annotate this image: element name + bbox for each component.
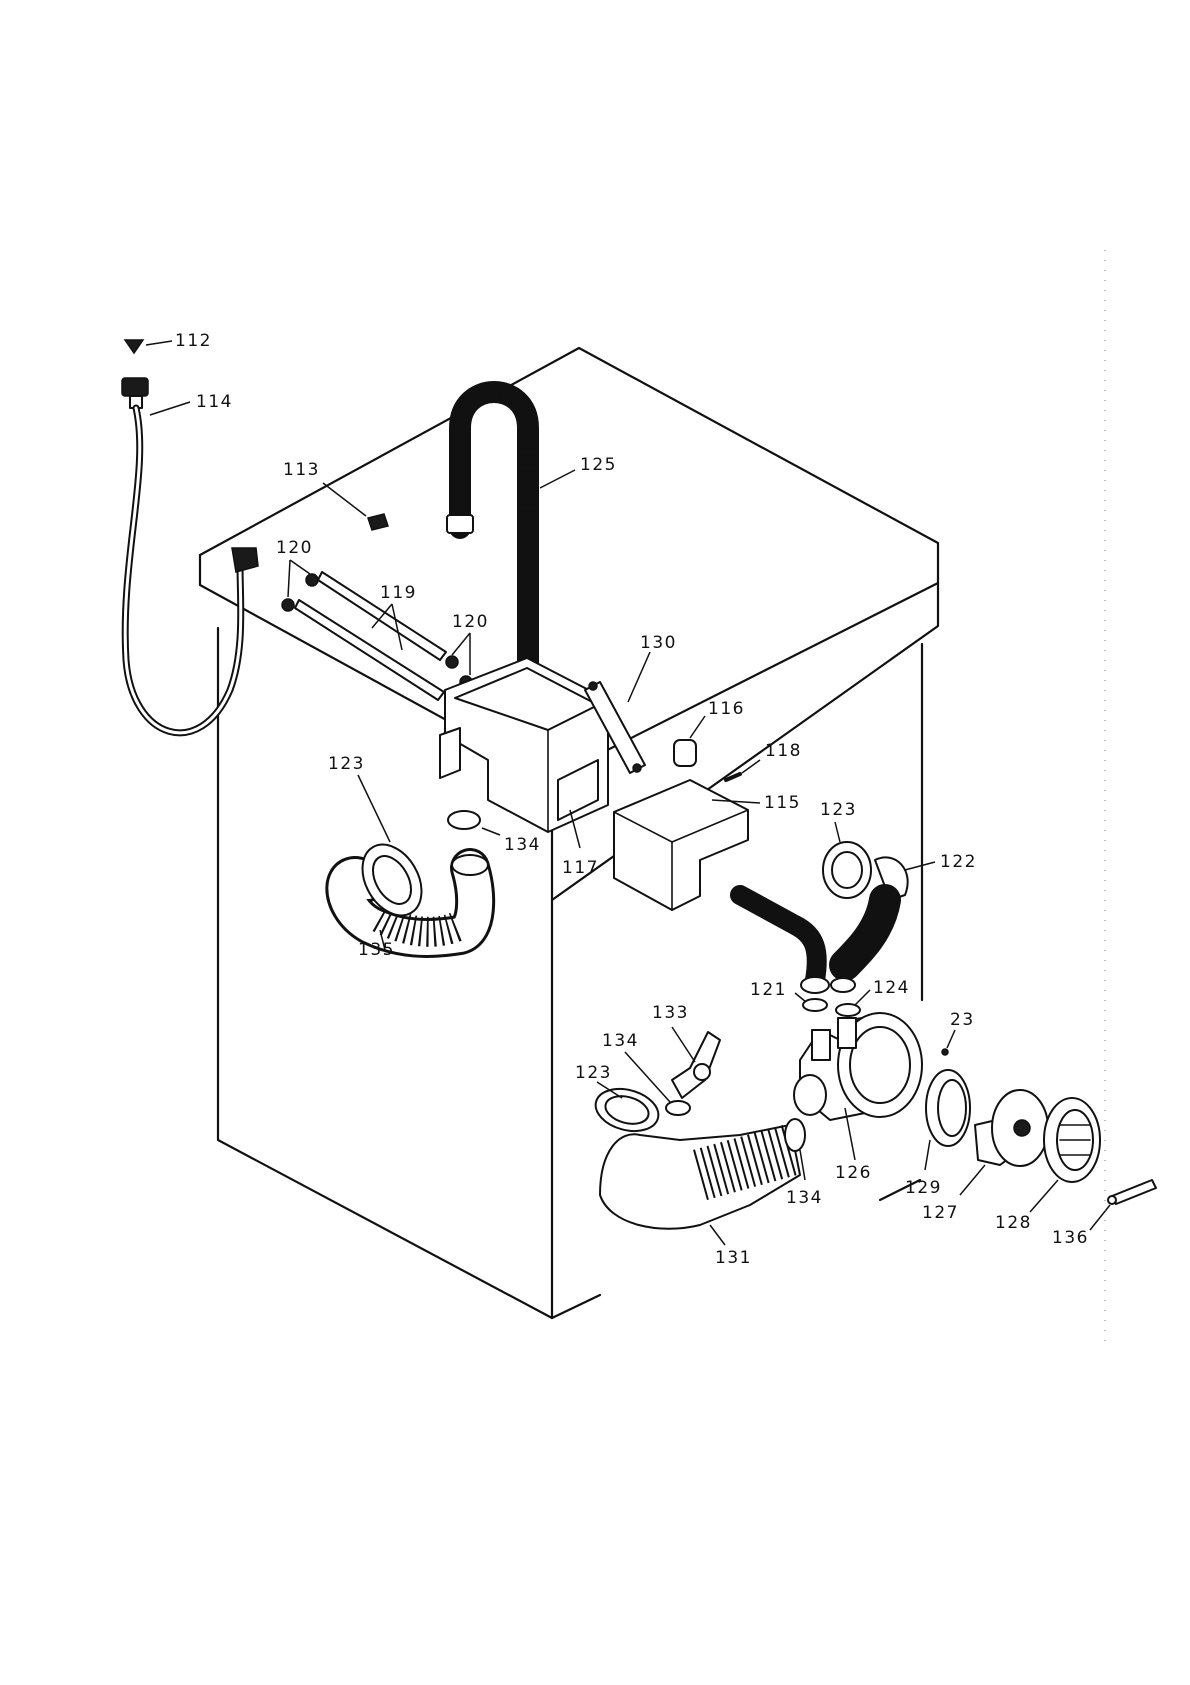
label-119: 119 bbox=[380, 583, 417, 603]
label-134-top: 134 bbox=[504, 835, 541, 855]
label-128: 128 bbox=[995, 1213, 1032, 1233]
label-131: 131 bbox=[715, 1248, 752, 1268]
label-136: 136 bbox=[1052, 1228, 1089, 1248]
part-128-cover: 128 bbox=[995, 1097, 1101, 1233]
label-118: 118 bbox=[765, 741, 802, 761]
label-126: 126 bbox=[835, 1163, 872, 1183]
label-122: 122 bbox=[940, 852, 977, 872]
label-134-mid: 134 bbox=[602, 1031, 639, 1051]
part-122-hose: 123 122 121 124 bbox=[750, 800, 977, 1017]
label-120-top: 120 bbox=[276, 538, 313, 558]
part-130-bracket: 130 bbox=[584, 633, 677, 774]
cabinet bbox=[198, 346, 940, 1320]
label-125: 125 bbox=[580, 455, 617, 475]
part-135-left-hose: 123 134 135 bbox=[325, 754, 541, 960]
label-123-right: 123 bbox=[820, 800, 857, 820]
part-126-pump-body: 126 bbox=[793, 1012, 923, 1183]
label-120-right: 120 bbox=[452, 612, 489, 632]
part-113-clip: 113 bbox=[283, 460, 389, 531]
label-113: 113 bbox=[283, 460, 320, 480]
label-115: 115 bbox=[764, 793, 801, 813]
label-116: 116 bbox=[708, 699, 745, 719]
label-133: 133 bbox=[652, 1003, 689, 1023]
part-129-ring: 129 bbox=[905, 1069, 971, 1198]
label-129: 129 bbox=[905, 1178, 942, 1198]
part-119-tubes: 120 119 120 bbox=[276, 538, 489, 701]
part-131-sump-hose: 133 134 123 134 131 bbox=[575, 1003, 823, 1268]
label-123-left: 123 bbox=[328, 754, 365, 774]
label-130: 130 bbox=[640, 633, 677, 653]
label-112: 112 bbox=[175, 331, 212, 351]
part-125-drain-hose: 125 bbox=[446, 381, 617, 691]
part-127-motor: 127 bbox=[922, 1089, 1049, 1223]
label-114: 114 bbox=[196, 392, 233, 412]
part-118-screw: 118 bbox=[724, 741, 802, 782]
part-136-pin: 136 bbox=[1052, 1179, 1157, 1248]
label-127: 127 bbox=[922, 1203, 959, 1223]
part-114-inlet-hose: 114 bbox=[121, 377, 259, 737]
label-117: 117 bbox=[562, 858, 599, 878]
label-124: 124 bbox=[873, 978, 910, 998]
label-123-bottom: 123 bbox=[575, 1063, 612, 1083]
pump-inlet-hose bbox=[730, 885, 830, 994]
part-115-drawer: 115 bbox=[613, 779, 801, 911]
part-23-screw: 23 bbox=[941, 1010, 975, 1056]
part-116-knob: 116 bbox=[673, 699, 745, 767]
label-121: 121 bbox=[750, 980, 787, 1000]
part-112-cap: 112 bbox=[123, 331, 212, 355]
label-134-bottom: 134 bbox=[786, 1188, 823, 1208]
part-117-dispenser-housing: 117 bbox=[439, 657, 609, 878]
label-23: 23 bbox=[950, 1010, 975, 1030]
label-135: 135 bbox=[358, 940, 395, 960]
